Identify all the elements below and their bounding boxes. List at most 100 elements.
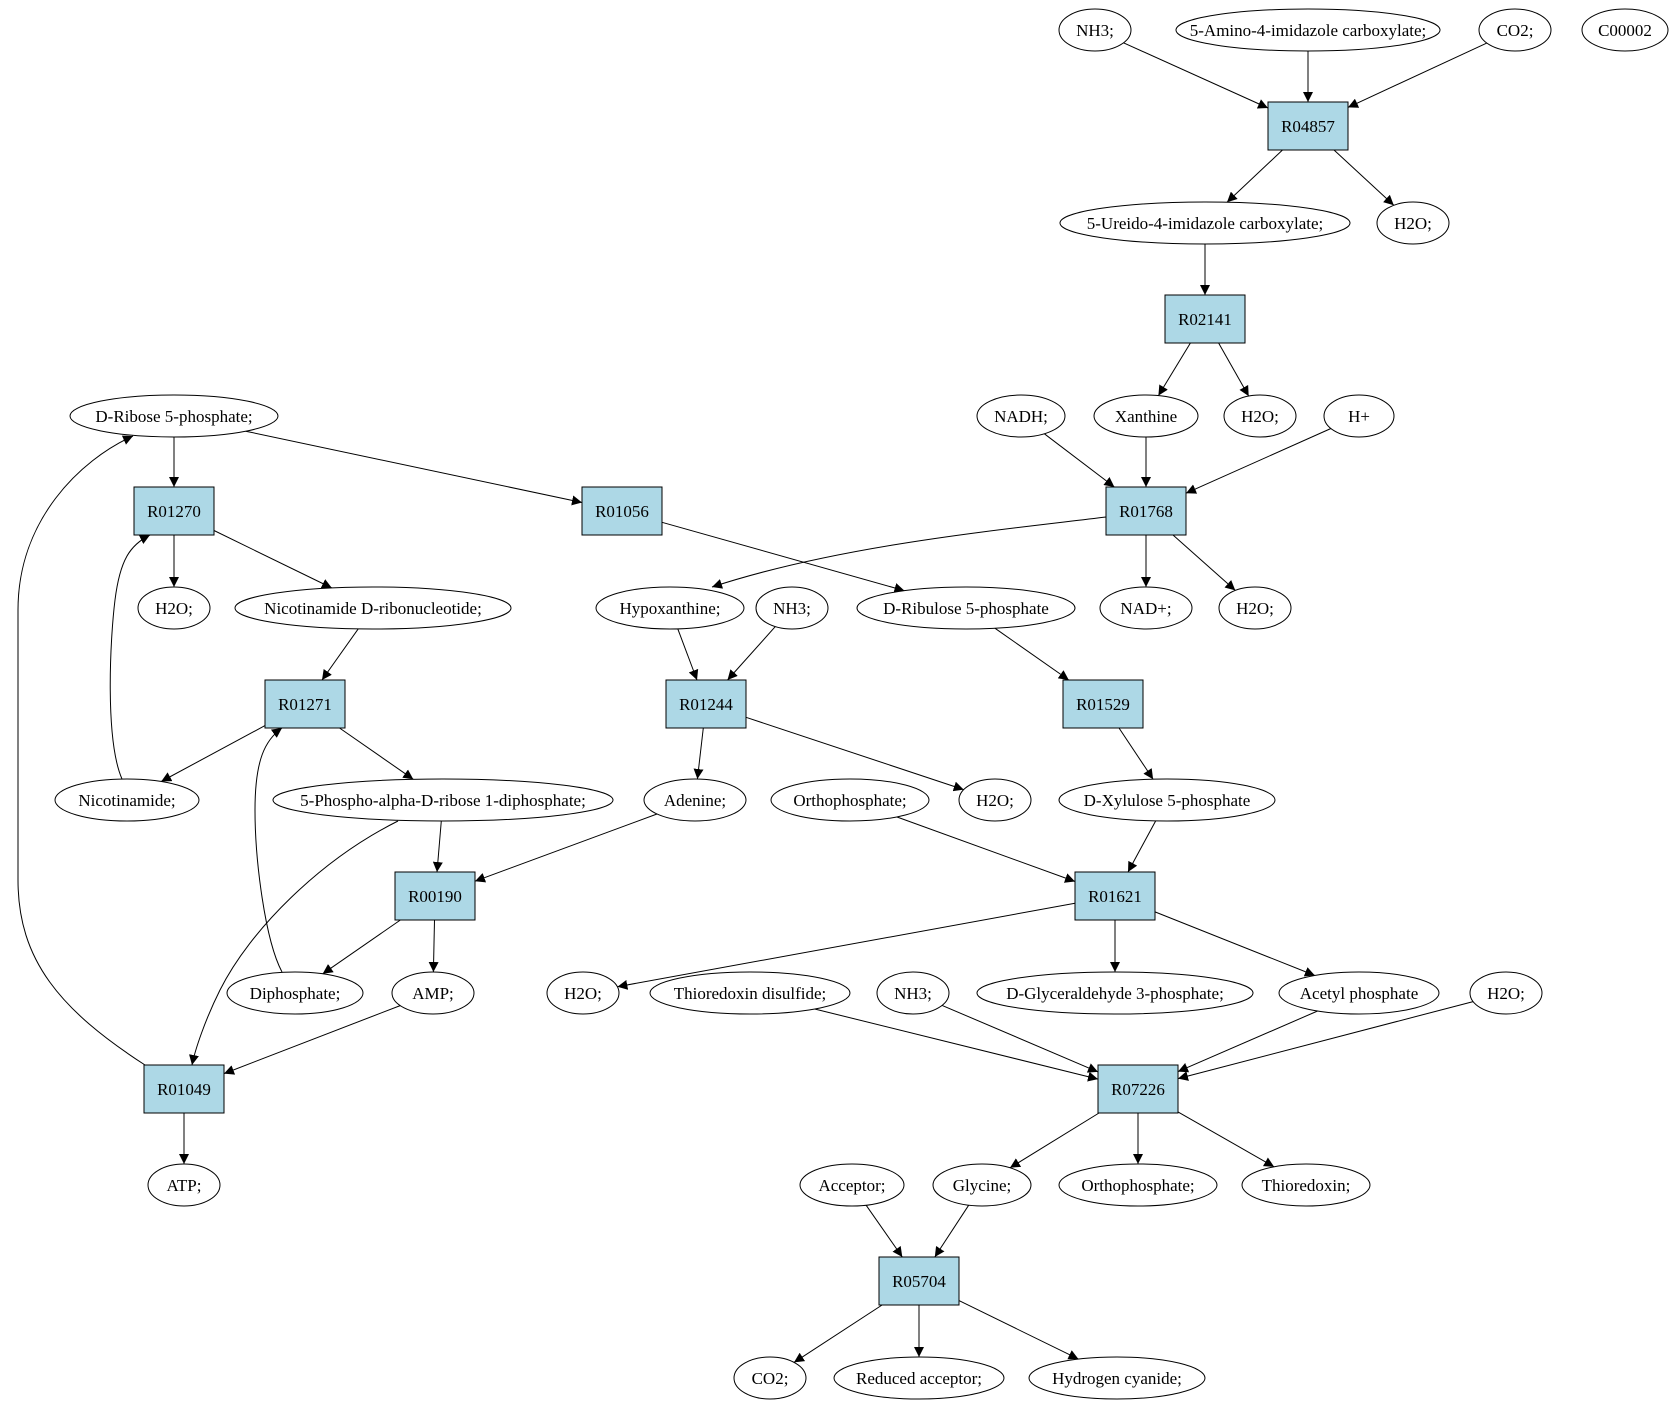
compound-label: Orthophosphate; [793, 791, 906, 810]
edge-r01621-to-c_h2o_f [617, 902, 1076, 990]
compound-node-prpp[interactable]: 5-Phospho-alpha-D-ribose 1-diphosphate; [272, 778, 614, 822]
compound-node-r5p[interactable]: D-Ribose 5-phosphate; [69, 394, 279, 438]
compound-node-ppi[interactable]: Diphosphate; [226, 971, 364, 1015]
compound-node-adenine[interactable]: Adenine; [643, 778, 747, 822]
reaction-label: R01270 [147, 502, 201, 521]
compound-node-h2o-a[interactable]: H2O; [1376, 201, 1450, 245]
compound-label: D-Glyceraldehyde 3-phosphate; [1006, 984, 1224, 1003]
compound-node-trx[interactable]: Thioredoxin; [1241, 1163, 1371, 1207]
edge-c_h2o_g-to-r07226 [1177, 1001, 1474, 1081]
compound-node-pi-b[interactable]: Orthophosphate; [1058, 1163, 1218, 1207]
compound-node-nh3-b[interactable]: NH3; [755, 586, 829, 630]
reaction-label: R01244 [679, 695, 733, 714]
reaction-node-r01049[interactable]: R01049 [143, 1064, 225, 1114]
reaction-node-r01529[interactable]: R01529 [1062, 679, 1144, 729]
reaction-node-r01271[interactable]: R01271 [264, 679, 346, 729]
edge-c_prpp-to-r00190 [432, 820, 443, 873]
compound-node-hypoxanthine[interactable]: Hypoxanthine; [595, 586, 745, 630]
compound-node-h2o-e[interactable]: H2O; [958, 778, 1032, 822]
compound-node-nicotinamide[interactable]: Nicotinamide; [54, 778, 200, 822]
reaction-node-r01270[interactable]: R01270 [133, 486, 215, 536]
compound-label: 5-Phospho-alpha-D-ribose 1-diphosphate; [300, 791, 586, 810]
compound-node-acceptor[interactable]: Acceptor; [799, 1163, 905, 1207]
compound-label: D-Ribulose 5-phosphate [883, 599, 1049, 618]
edge-r01270-to-c_nmn [213, 530, 333, 589]
reaction-node-r00190[interactable]: R00190 [394, 871, 476, 921]
compound-ellipse [976, 394, 1066, 438]
compound-node-ru5p[interactable]: D-Ribulose 5-phosphate [856, 586, 1076, 630]
edge-c_nh3_b-to-r01244 [727, 626, 776, 681]
compound-node-nad[interactable]: NAD+; [1099, 586, 1193, 630]
reaction-node-r01768[interactable]: R01768 [1105, 486, 1187, 536]
edge-c_r5p-to-r01056 [245, 430, 583, 506]
reaction-node-r01244[interactable]: R01244 [665, 679, 747, 729]
compound-node-h2o-d[interactable]: H2O; [1218, 586, 1292, 630]
compound-node-hcn[interactable]: Hydrogen cyanide; [1028, 1356, 1206, 1400]
compound-node-glycine[interactable]: Glycine; [932, 1163, 1032, 1207]
reaction-label: R01768 [1119, 502, 1173, 521]
reaction-label: R01049 [157, 1080, 211, 1099]
reaction-node-r05704[interactable]: R05704 [878, 1256, 960, 1306]
compound-node-c00002[interactable]: C00002 [1581, 8, 1669, 52]
compound-label: 5-Ureido-4-imidazole carboxylate; [1087, 214, 1323, 233]
compound-node-trx-ss[interactable]: Thioredoxin disulfide; [649, 971, 851, 1015]
compound-node-nmn[interactable]: Nicotinamide D-ribonucleotide; [234, 586, 512, 630]
compound-node-xu5p[interactable]: D-Xylulose 5-phosphate [1058, 778, 1276, 822]
compound-ellipse [976, 971, 1254, 1015]
compound-label: H2O; [564, 984, 602, 1003]
compound-ellipse [1058, 8, 1132, 52]
compound-ellipse [234, 586, 512, 630]
edge-r02141-to-c_h2o_b [1218, 342, 1250, 397]
compound-node-hplus[interactable]: H+ [1323, 394, 1395, 438]
compound-ellipse [147, 1163, 221, 1207]
reaction-node-r04857[interactable]: R04857 [1267, 101, 1349, 151]
compound-label: Xanthine [1115, 407, 1177, 426]
compound-node-g3p[interactable]: D-Glyceraldehyde 3-phosphate; [976, 971, 1254, 1015]
compound-node-nh3-c[interactable]: NH3; [876, 971, 950, 1015]
compound-node-xanthine[interactable]: Xanthine [1093, 394, 1199, 438]
reaction-node-r01056[interactable]: R01056 [581, 486, 663, 536]
edge-c_ppi-to-r01271 [254, 727, 283, 973]
edge-c_hypoxanthine-to-r01244 [677, 628, 699, 681]
reaction-node-r02141[interactable]: R02141 [1164, 294, 1246, 344]
edge-r01244-to-c_adenine [693, 727, 704, 780]
compound-node-pi-a[interactable]: Orthophosphate; [770, 778, 930, 822]
compound-node-nh3-a[interactable]: NH3; [1058, 8, 1132, 52]
compound-ellipse [1469, 971, 1543, 1015]
compound-node-acp[interactable]: Acetyl phosphate [1278, 971, 1440, 1015]
reaction-node-r01621[interactable]: R01621 [1074, 871, 1156, 921]
edge-c_pi_a-to-r01621 [896, 816, 1076, 883]
compound-node-amp[interactable]: AMP; [391, 971, 475, 1015]
compound-node-aic[interactable]: 5-Amino-4-imidazole carboxylate; [1175, 8, 1441, 52]
compound-ellipse [1059, 201, 1351, 245]
compound-ellipse [1278, 971, 1440, 1015]
compound-node-uic[interactable]: 5-Ureido-4-imidazole carboxylate; [1059, 201, 1351, 245]
compound-node-co2-b[interactable]: CO2; [733, 1356, 807, 1400]
compound-ellipse [54, 778, 200, 822]
edge-r05704-to-c_hcn [958, 1300, 1079, 1360]
compound-label: NH3; [894, 984, 932, 1003]
reaction-box [1062, 679, 1144, 729]
edge-c_trx_ss-to-r07226 [814, 1008, 1099, 1082]
compound-node-h2o-c[interactable]: H2O; [137, 586, 211, 630]
reaction-label: R01056 [595, 502, 649, 521]
compound-node-reduced-acceptor[interactable]: Reduced acceptor; [833, 1356, 1005, 1400]
compound-node-h2o-g[interactable]: H2O; [1469, 971, 1543, 1015]
compound-ellipse [272, 778, 614, 822]
compound-ellipse [1028, 1356, 1206, 1400]
compound-node-co2-a[interactable]: CO2; [1478, 8, 1552, 52]
reaction-node-r07226[interactable]: R07226 [1097, 1064, 1179, 1114]
compound-ellipse [1581, 8, 1669, 52]
compound-node-nadh[interactable]: NADH; [976, 394, 1066, 438]
compound-label: H+ [1348, 407, 1370, 426]
compound-ellipse [1478, 8, 1552, 52]
compound-label: Acetyl phosphate [1300, 984, 1419, 1003]
reaction-box [581, 486, 663, 536]
compound-node-h2o-f[interactable]: H2O; [546, 971, 620, 1015]
compound-node-h2o-b[interactable]: H2O; [1223, 394, 1297, 438]
compound-label: Hypoxanthine; [619, 599, 720, 618]
compound-node-atp[interactable]: ATP; [147, 1163, 221, 1207]
compound-label: H2O; [1487, 984, 1525, 1003]
compound-label: CO2; [1497, 21, 1534, 40]
